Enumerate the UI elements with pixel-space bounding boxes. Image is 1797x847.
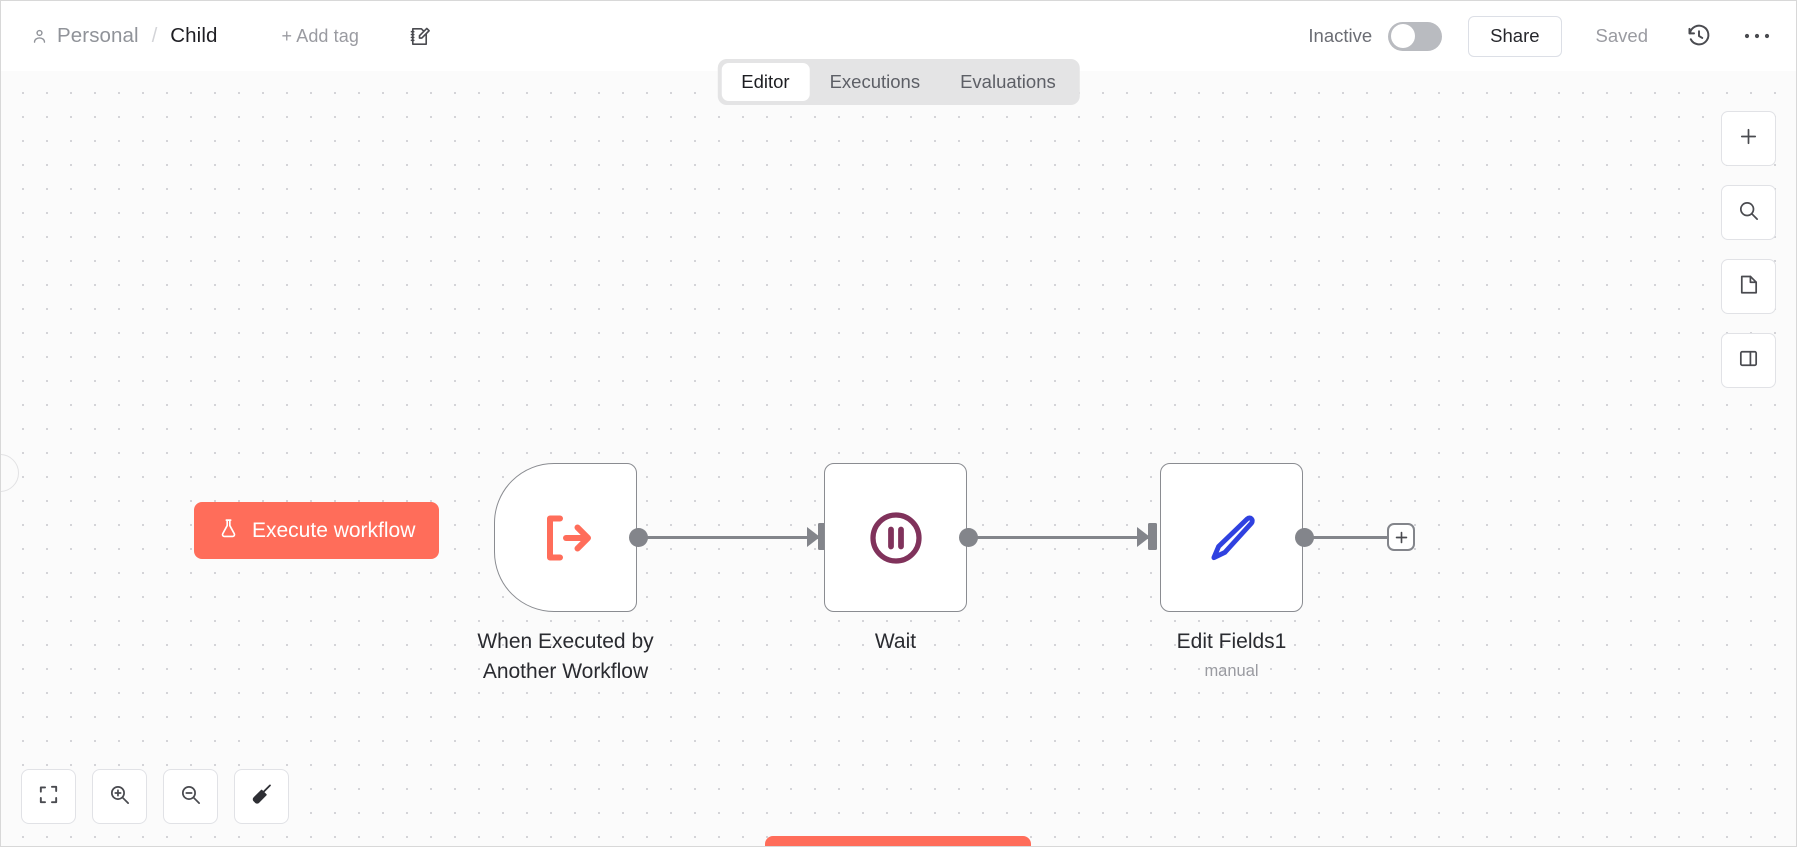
input-endpoint-wait[interactable] — [818, 523, 827, 550]
toggle-side-panel-button[interactable] — [1721, 333, 1776, 388]
side-panel-icon — [1737, 347, 1760, 375]
ellipsis-icon[interactable] — [1740, 19, 1774, 53]
person-icon — [31, 28, 48, 45]
search-nodes-button[interactable] — [1721, 185, 1776, 240]
tab-editor[interactable]: Editor — [721, 63, 810, 101]
node-wait[interactable]: Wait — [824, 463, 967, 653]
tab-evaluations[interactable]: Evaluations — [960, 71, 1056, 92]
pen-icon — [1161, 464, 1302, 611]
history-clock-icon[interactable] — [1682, 19, 1716, 53]
output-endpoint-edit-fields[interactable] — [1295, 528, 1314, 547]
output-endpoint-trigger[interactable] — [629, 528, 648, 547]
node-label-wait: Wait — [874, 630, 917, 653]
connection-wait-to-edit-fields[interactable] — [971, 536, 1148, 539]
node-when-executed-by-another-workflow[interactable]: When Executed by Another Workflow — [477, 463, 654, 683]
execute-workflow-button[interactable]: Execute workflow — [765, 836, 1032, 846]
add-sticky-note-button[interactable] — [1721, 259, 1776, 314]
tab-executions[interactable]: Executions — [829, 71, 921, 92]
connection-trigger-to-wait[interactable] — [641, 536, 818, 539]
input-endpoint-edit-fields[interactable] — [1148, 523, 1157, 550]
execute-sub-workflow-icon — [495, 464, 636, 611]
node-label-edit-fields1: Edit Fields1 — [1176, 630, 1287, 653]
plus-icon — [1737, 125, 1760, 153]
fit-to-view-icon — [37, 783, 60, 811]
view-tabs: Editor Executions Evaluations — [717, 59, 1080, 105]
activation-state-label: Inactive — [1308, 25, 1373, 46]
node-edit-fields1[interactable]: Edit Fields1 manual — [1160, 463, 1303, 680]
breadcrumb-separator: / — [151, 24, 158, 47]
zoom-in-button[interactable] — [92, 769, 147, 824]
canvas-right-toolbar — [1721, 111, 1776, 388]
connection-edit-fields-to-add[interactable] — [1307, 536, 1388, 539]
breadcrumb-project[interactable]: Personal — [57, 24, 139, 47]
flask-icon — [218, 516, 239, 546]
node-subtitle-edit-fields1: manual — [1204, 662, 1259, 680]
pause-circle-icon — [825, 464, 966, 611]
activate-workflow-toggle[interactable] — [1388, 21, 1443, 51]
tidy-up-broom-icon — [250, 782, 274, 811]
zoom-out-icon — [179, 783, 202, 811]
workflow-canvas[interactable]: Execute workflow When Executed by Anothe… — [1, 71, 1796, 846]
breadcrumb-workflow-name[interactable]: Child — [170, 24, 218, 47]
execute-workflow-node-button[interactable]: Execute workflow — [194, 502, 440, 559]
tidy-up-button[interactable] — [234, 769, 289, 824]
search-icon — [1737, 199, 1760, 227]
zoom-to-fit-button[interactable] — [21, 769, 76, 824]
breadcrumb: Personal / Child — [31, 24, 218, 48]
output-endpoint-wait[interactable] — [959, 528, 978, 547]
input-arrow-wait — [807, 527, 820, 547]
zoom-in-icon — [108, 783, 131, 811]
input-arrow-edit-fields — [1137, 527, 1150, 547]
execute-workflow-node-label: Execute workflow — [252, 518, 416, 542]
toggle-knob — [1390, 24, 1415, 48]
add-tag-button[interactable]: + Add tag — [281, 25, 359, 46]
zoom-out-button[interactable] — [163, 769, 218, 824]
header-actions: Inactive Share Saved — [1308, 15, 1774, 57]
node-label-trigger: When Executed by Another Workflow — [477, 630, 654, 683]
add-node-button[interactable] — [1721, 111, 1776, 166]
notebook-pencil-icon[interactable] — [407, 23, 433, 49]
save-status-label: Saved — [1595, 25, 1648, 46]
share-button[interactable]: Share — [1468, 15, 1562, 57]
offscreen-node-hint — [1, 454, 19, 492]
sticky-note-icon — [1737, 273, 1760, 301]
canvas-zoom-toolbar — [21, 769, 289, 824]
add-next-node-button[interactable] — [1387, 523, 1415, 551]
